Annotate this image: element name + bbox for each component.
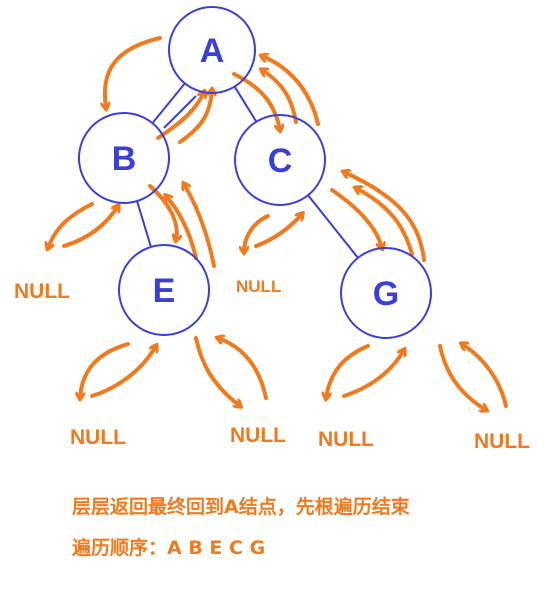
node-label: G — [373, 275, 399, 313]
traversal-arrows — [48, 36, 508, 410]
edge-b-e — [136, 200, 152, 248]
edge-a-c — [233, 86, 258, 123]
arrow-e-to-b — [184, 184, 216, 268]
arrow-null-to-g-right — [462, 344, 508, 408]
arrow-e-to-null-left — [80, 342, 130, 398]
arrow-b-to-null-left — [48, 202, 94, 248]
edge-c-g — [307, 194, 359, 259]
arrow-c-to-a — [262, 56, 320, 126]
arrow-e-to-null-right — [194, 336, 240, 406]
tree-nodes: A B C E G — [78, 6, 432, 339]
arrow-g-to-null-left — [326, 344, 370, 398]
node-label: A — [200, 32, 225, 70]
edge-a-b — [151, 82, 186, 124]
tree-edges — [136, 82, 359, 259]
arrow-g-to-c — [344, 172, 426, 262]
arrow-b-to-a-1 — [156, 92, 204, 140]
arrow-g-to-c-2 — [356, 188, 414, 256]
node-circle — [168, 6, 256, 94]
arrow-c-to-g — [330, 188, 382, 248]
edge-a-b-second-stroke — [163, 95, 197, 129]
null-e-left-label: NULL — [70, 426, 126, 449]
node-c: C — [234, 114, 326, 206]
node-label: E — [153, 272, 176, 310]
null-c-left-label: NULL — [236, 277, 281, 296]
arrow-null-to-c — [254, 214, 302, 248]
caption-line-1: 层层返回最终回到A结点，先根遍历结束 — [72, 496, 410, 518]
arrow-b-to-e — [148, 184, 177, 240]
arrow-b-to-a-2 — [178, 90, 212, 144]
node-label: B — [112, 140, 137, 178]
null-g-right-label: NULL — [474, 430, 530, 453]
null-e-right-label: NULL — [230, 424, 286, 447]
node-b: B — [78, 112, 170, 204]
null-labels: NULL NULL NULL NULL NULL NULL — [14, 277, 530, 453]
arrow-null-to-e — [90, 346, 156, 398]
arrow-null-to-g — [342, 350, 404, 398]
node-e: E — [118, 244, 210, 336]
null-b-left-label: NULL — [14, 280, 70, 303]
arrow-a-to-c — [232, 72, 280, 130]
node-circle — [78, 112, 170, 204]
arrow-c-to-a-2 — [262, 70, 298, 124]
node-label: C — [268, 142, 293, 180]
node-circle — [340, 247, 432, 339]
arrow-e-to-b-2 — [166, 196, 198, 260]
node-a: A — [168, 6, 256, 94]
arrow-c-to-null-left — [244, 214, 270, 252]
arrow-null-to-b — [62, 206, 118, 248]
node-g: G — [340, 247, 432, 339]
arrow-a-to-b — [105, 36, 162, 108]
arrow-null-to-e-right — [218, 338, 268, 400]
node-circle — [234, 114, 326, 206]
arrow-g-to-null-right — [438, 344, 486, 410]
caption-line-2: 遍历顺序：A B E C G — [72, 537, 266, 559]
null-g-left-label: NULL — [318, 428, 374, 451]
node-circle — [118, 244, 210, 336]
